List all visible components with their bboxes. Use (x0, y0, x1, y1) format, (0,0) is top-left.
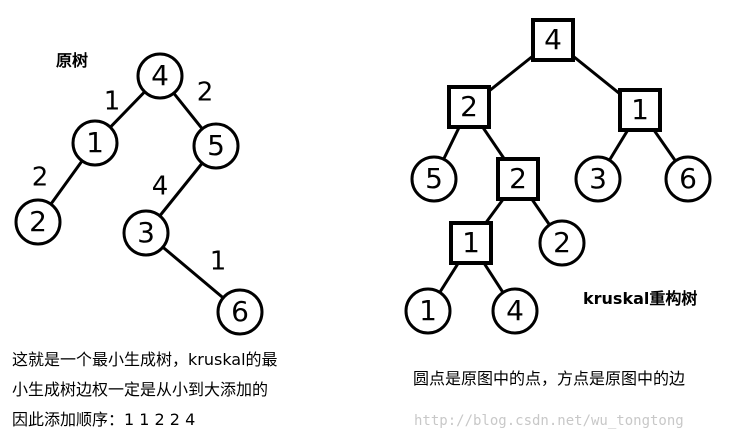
node-circle (14, 198, 62, 246)
left-tree-edges: 1 2 2 4 1 (32, 74, 241, 314)
node-label: 1 (86, 126, 104, 159)
right-node-circle-5: 5 (410, 155, 458, 203)
node-label: 5 (425, 162, 443, 195)
left-caption-line-2: 小生成树边权一定是从小到大添加的 (12, 380, 269, 399)
right-tree-title: kruskal重构树 (583, 289, 698, 308)
left-edge-weight: 4 (152, 172, 169, 202)
watermark: http://blog.csdn.net/wu_tongtong (414, 413, 684, 429)
right-node-square-2: 2 (447, 85, 491, 129)
node-square (496, 157, 540, 201)
left-edge-weight: 2 (32, 163, 49, 193)
node-circle (410, 155, 458, 203)
left-caption: 这就是一个最小生成树，kruskal的最 小生成树边权一定是从小到大添加的 因此… (12, 345, 278, 435)
left-node-5: 5 (192, 122, 240, 170)
node-circle (122, 209, 170, 257)
node-circle (664, 155, 712, 203)
node-circle (404, 287, 452, 335)
right-node-circle-4: 4 (491, 287, 539, 335)
left-node-4: 4 (136, 52, 184, 100)
node-label: 1 (631, 93, 649, 126)
node-label: 2 (460, 90, 478, 123)
left-caption-line-3: 因此添加顺序：1 1 2 2 4 (12, 410, 196, 429)
node-label: 3 (137, 216, 155, 249)
right-node-circle-3: 3 (574, 155, 622, 203)
node-circle (574, 155, 622, 203)
node-label: 4 (151, 59, 169, 92)
right-node-circle-2: 2 (538, 219, 586, 267)
left-node-1: 1 (71, 119, 119, 167)
node-circle (71, 119, 119, 167)
left-edge-weight: 2 (197, 78, 214, 108)
left-node-2: 2 (14, 198, 62, 246)
node-square (447, 85, 491, 129)
node-label: 2 (553, 226, 571, 259)
right-tree-edges (426, 38, 690, 312)
node-label: 1 (419, 294, 437, 327)
node-label: 6 (679, 162, 697, 195)
node-label: 4 (544, 23, 562, 56)
right-node-square-1: 1 (449, 221, 493, 265)
node-label: 5 (207, 129, 225, 162)
left-edge-weight: 1 (104, 87, 121, 117)
right-caption: 圆点是原图中的点，方点是原图中的边 (413, 369, 686, 388)
node-label: 6 (231, 295, 249, 328)
right-node-square-1: 1 (618, 88, 662, 132)
left-tree-title: 原树 (56, 51, 89, 70)
node-square (449, 221, 493, 265)
node-square (618, 88, 662, 132)
node-circle (491, 287, 539, 335)
node-label: 2 (509, 162, 527, 195)
node-circle (216, 288, 264, 336)
node-label: 1 (462, 226, 480, 259)
right-node-circle-1: 1 (404, 287, 452, 335)
right-node-circle-6: 6 (664, 155, 712, 203)
left-caption-line-1: 这就是一个最小生成树，kruskal的最 (12, 350, 278, 369)
node-label: 4 (506, 294, 524, 327)
right-node-square-2: 2 (496, 157, 540, 201)
node-label: 2 (29, 205, 47, 238)
node-circle (538, 219, 586, 267)
right-node-square-4: 4 (531, 18, 575, 62)
node-label: 3 (589, 162, 607, 195)
node-square (531, 18, 575, 62)
left-node-3: 3 (122, 209, 170, 257)
left-edge-weight: 1 (210, 247, 227, 277)
node-circle (192, 122, 240, 170)
node-circle (136, 52, 184, 100)
left-node-6: 6 (216, 288, 264, 336)
